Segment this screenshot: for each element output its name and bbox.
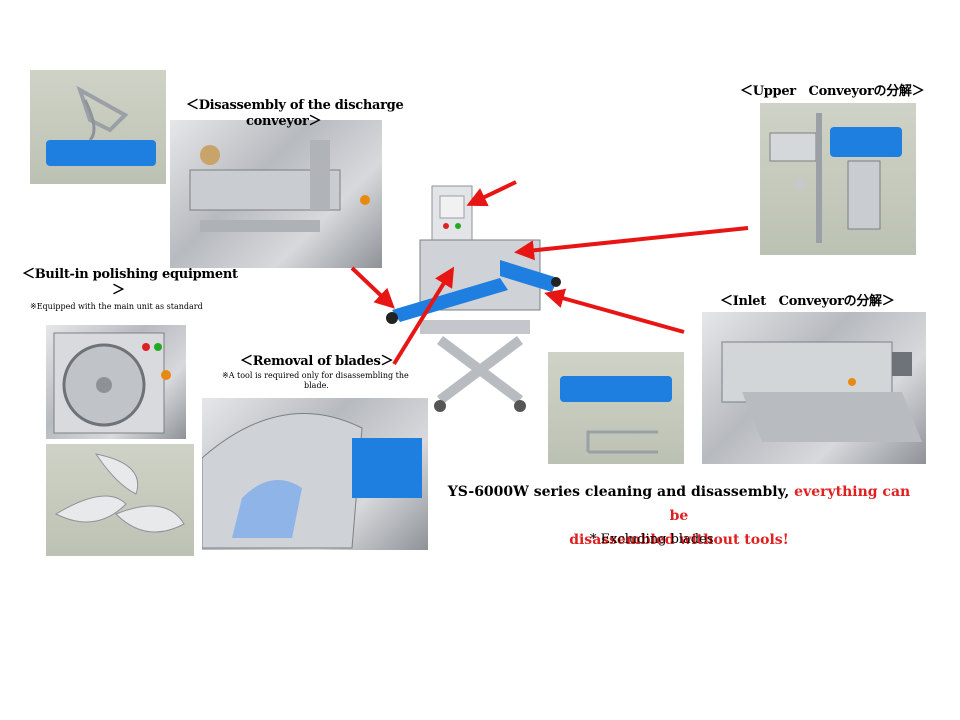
main-message: YS-6000W series cleaning and disassembly… (444, 480, 914, 552)
caption-blades: ＜Removal of blades＞ (240, 354, 394, 369)
machine-svg (386, 185, 561, 412)
upper-conveyor-illustration (769, 113, 902, 243)
main-message-red-2: disassembled without tools! (569, 532, 789, 548)
caption-polishing-line2: ＞ (112, 283, 125, 298)
blade-removal-illustration (202, 412, 422, 549)
photo-belt-and-handle (548, 352, 684, 464)
photo-discharge-conveyor (170, 120, 382, 268)
caption-polishing-line1: ＜Built-in polishing equipment (22, 267, 238, 282)
blades-note-line2: blade. (304, 381, 329, 390)
blades-illustration (54, 453, 185, 533)
photo-removal-of-blades (202, 398, 428, 550)
blades-note-line1: ※A tool is required only for disassembli… (222, 371, 409, 380)
caption-discharge-line2: conveyor＞ (246, 114, 322, 129)
belt-bracket-illustration (46, 85, 156, 166)
photo-blades (46, 444, 194, 556)
photo-belt-and-bracket (30, 70, 166, 184)
main-message-black: YS-6000W series cleaning and disassembly… (447, 484, 790, 500)
excluding-blades-note: * Excluding blades (590, 532, 714, 547)
main-message-red-1: everything can be (669, 484, 911, 524)
photo-upper-conveyor (760, 103, 916, 255)
caption-inlet-conveyor: ＜Inlet Conveyorの分解＞ (720, 294, 895, 309)
caption-discharge-line1: ＜Disassembly of the discharge (186, 98, 404, 113)
discharge-conveyor-illustration (189, 140, 370, 232)
photo-polishing-equipment (46, 325, 186, 439)
photo-inlet-conveyor (702, 312, 926, 464)
polishing-note: ※Equipped with the main unit as standard (30, 302, 203, 311)
inlet-conveyor-illustration (721, 341, 922, 442)
belt-handle-illustration (560, 376, 672, 454)
machine-illustration (380, 180, 570, 420)
caption-upper-conveyor: ＜Upper Conveyorの分解＞ (740, 84, 925, 99)
polishing-wheel-illustration (53, 332, 171, 434)
